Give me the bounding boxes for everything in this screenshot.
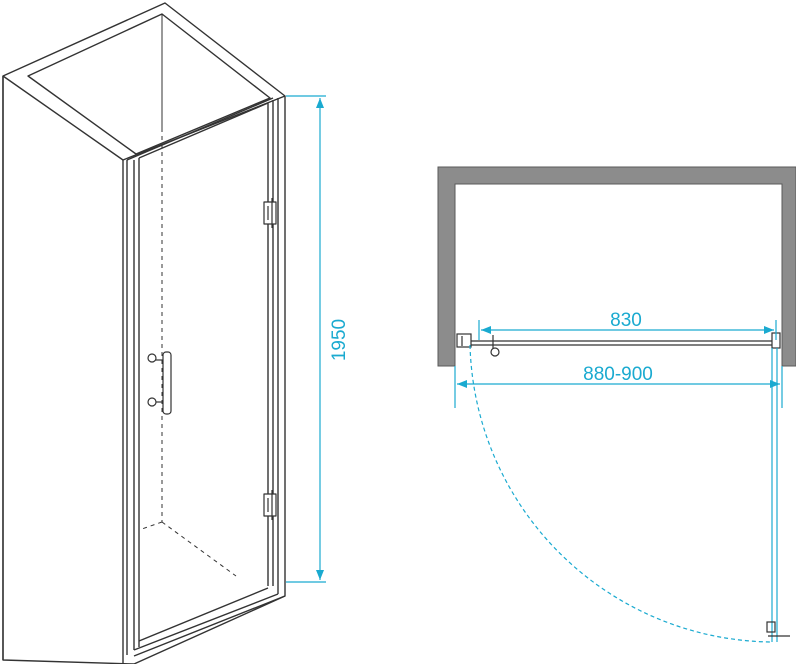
enclosure-outer-outline: [2, 2, 286, 664]
door-width-dimension: [478, 320, 777, 340]
door-top-rail-inner: [138, 102, 269, 159]
top-rim-front: [2, 75, 286, 161]
door-closed-panel: [456, 332, 781, 357]
opening-range-label: 880-900: [583, 364, 653, 385]
door-open-panel: [766, 348, 790, 642]
door-swing-arc: [469, 344, 773, 643]
threshold-line-3: [138, 587, 269, 642]
door-top-rail: [126, 97, 274, 161]
door-width-label: 830: [610, 310, 642, 331]
hidden-lines: [138, 128, 237, 577]
door-handle-icon: [147, 351, 172, 415]
height-label: 1950: [329, 319, 350, 361]
top-opening: [27, 13, 271, 155]
height-dimension: [286, 95, 326, 583]
plan-view: 830 880-900: [437, 166, 796, 643]
threshold-line-2: [133, 595, 286, 657]
threshold-line-1: [133, 593, 279, 651]
plan-wall: [437, 166, 796, 367]
opening-range-dimension: [454, 366, 783, 408]
enclosure-3d-view: [2, 2, 286, 664]
hinge-top-icon: [263, 198, 277, 228]
hinge-bottom-icon: [263, 490, 277, 520]
